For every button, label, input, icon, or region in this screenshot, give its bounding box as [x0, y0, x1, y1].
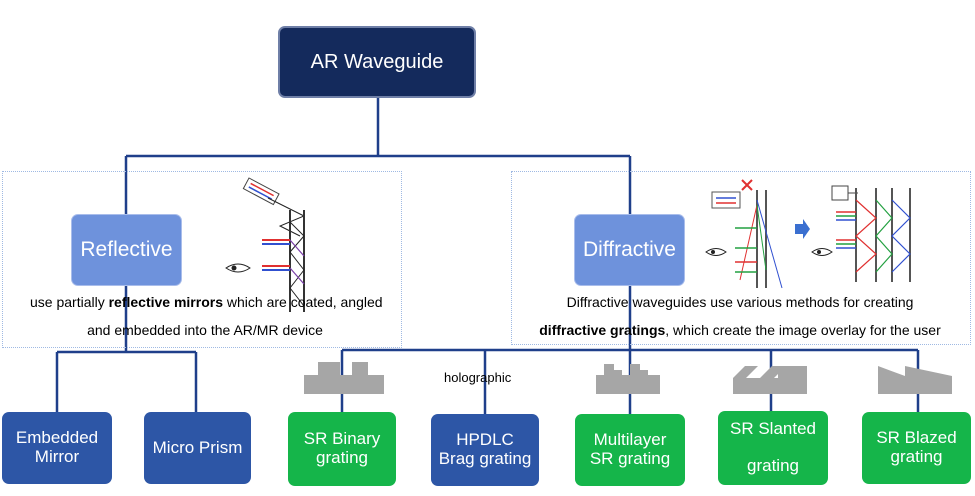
reflective-label: Reflective: [80, 238, 173, 262]
embedded-mirror-label: Embedded Mirror: [15, 428, 99, 466]
slanted-grating-profile-icon: [733, 366, 807, 394]
ar-waveguide-label: AR Waveguide: [310, 51, 444, 73]
embedded-mirror-node: Embedded Mirror: [2, 412, 112, 484]
sr-blazed-grating-label: SR Blazed grating: [876, 428, 957, 466]
hpdlc-brag-grating-label: HPDLC Brag grating: [438, 430, 532, 468]
multilayer-sr-grating-node: Multilayer SR grating: [575, 414, 685, 486]
diffractive-node: Diffractive: [574, 214, 685, 286]
hpdlc-brag-grating-node: HPDLC Brag grating: [431, 414, 539, 486]
blazed-grating-profile-icon: [878, 366, 952, 394]
diffractive-label: Diffractive: [583, 238, 676, 262]
diffractive-description-line2: diffractive gratings, which create the i…: [539, 322, 941, 338]
reflective-node: Reflective: [71, 214, 182, 286]
sr-slanted-grating-node: SR Slanted grating: [718, 411, 828, 485]
reflective-description-line1: use partially reflective mirrors which a…: [30, 294, 383, 310]
reflective-group-frame: [2, 171, 402, 348]
holographic-label: holographic: [444, 370, 512, 385]
sr-binary-grating-node: SR Binary grating: [288, 412, 396, 486]
diffractive-group-frame: [511, 171, 971, 345]
sr-binary-grating-label: SR Binary grating: [303, 429, 381, 467]
micro-prism-label: Micro Prism: [152, 437, 243, 457]
micro-prism-node: Micro Prism: [144, 412, 251, 484]
sr-blazed-grating-node: SR Blazed grating: [862, 412, 971, 484]
multilayer-grating-profile-icon: [596, 364, 660, 394]
ar-waveguide-node: AR Waveguide: [278, 26, 476, 98]
diffractive-description-line1: Diffractive waveguides use various metho…: [566, 294, 914, 310]
multilayer-sr-grating-label: Multilayer SR grating: [589, 430, 671, 468]
binary-grating-profile-icon: [304, 362, 384, 394]
sr-slanted-grating-label: SR Slanted grating: [730, 418, 816, 476]
reflective-description-line2: and embedded into the AR/MR device: [87, 322, 323, 338]
